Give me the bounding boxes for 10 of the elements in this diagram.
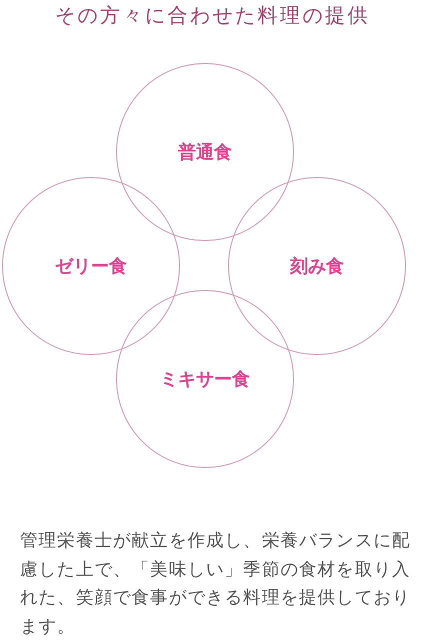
circle (116, 290, 294, 468)
circle (2, 177, 180, 355)
circle-label: ゼリー食 (55, 255, 127, 278)
title: その方々に合わせた料理の提供 (54, 2, 371, 29)
circle (116, 63, 294, 241)
circle (228, 177, 406, 355)
circle-label: ミキサー食 (160, 368, 250, 391)
circle-label: 普通食 (178, 141, 232, 164)
circle-label: 刻み食 (290, 255, 344, 278)
paragraph: 管理栄養士が献立を作成し、栄養バランスに配慮した上で、「美味しい」季節の食材を取り入れた、笑顔で食事ができる料理を提供しております。 (20, 530, 412, 638)
